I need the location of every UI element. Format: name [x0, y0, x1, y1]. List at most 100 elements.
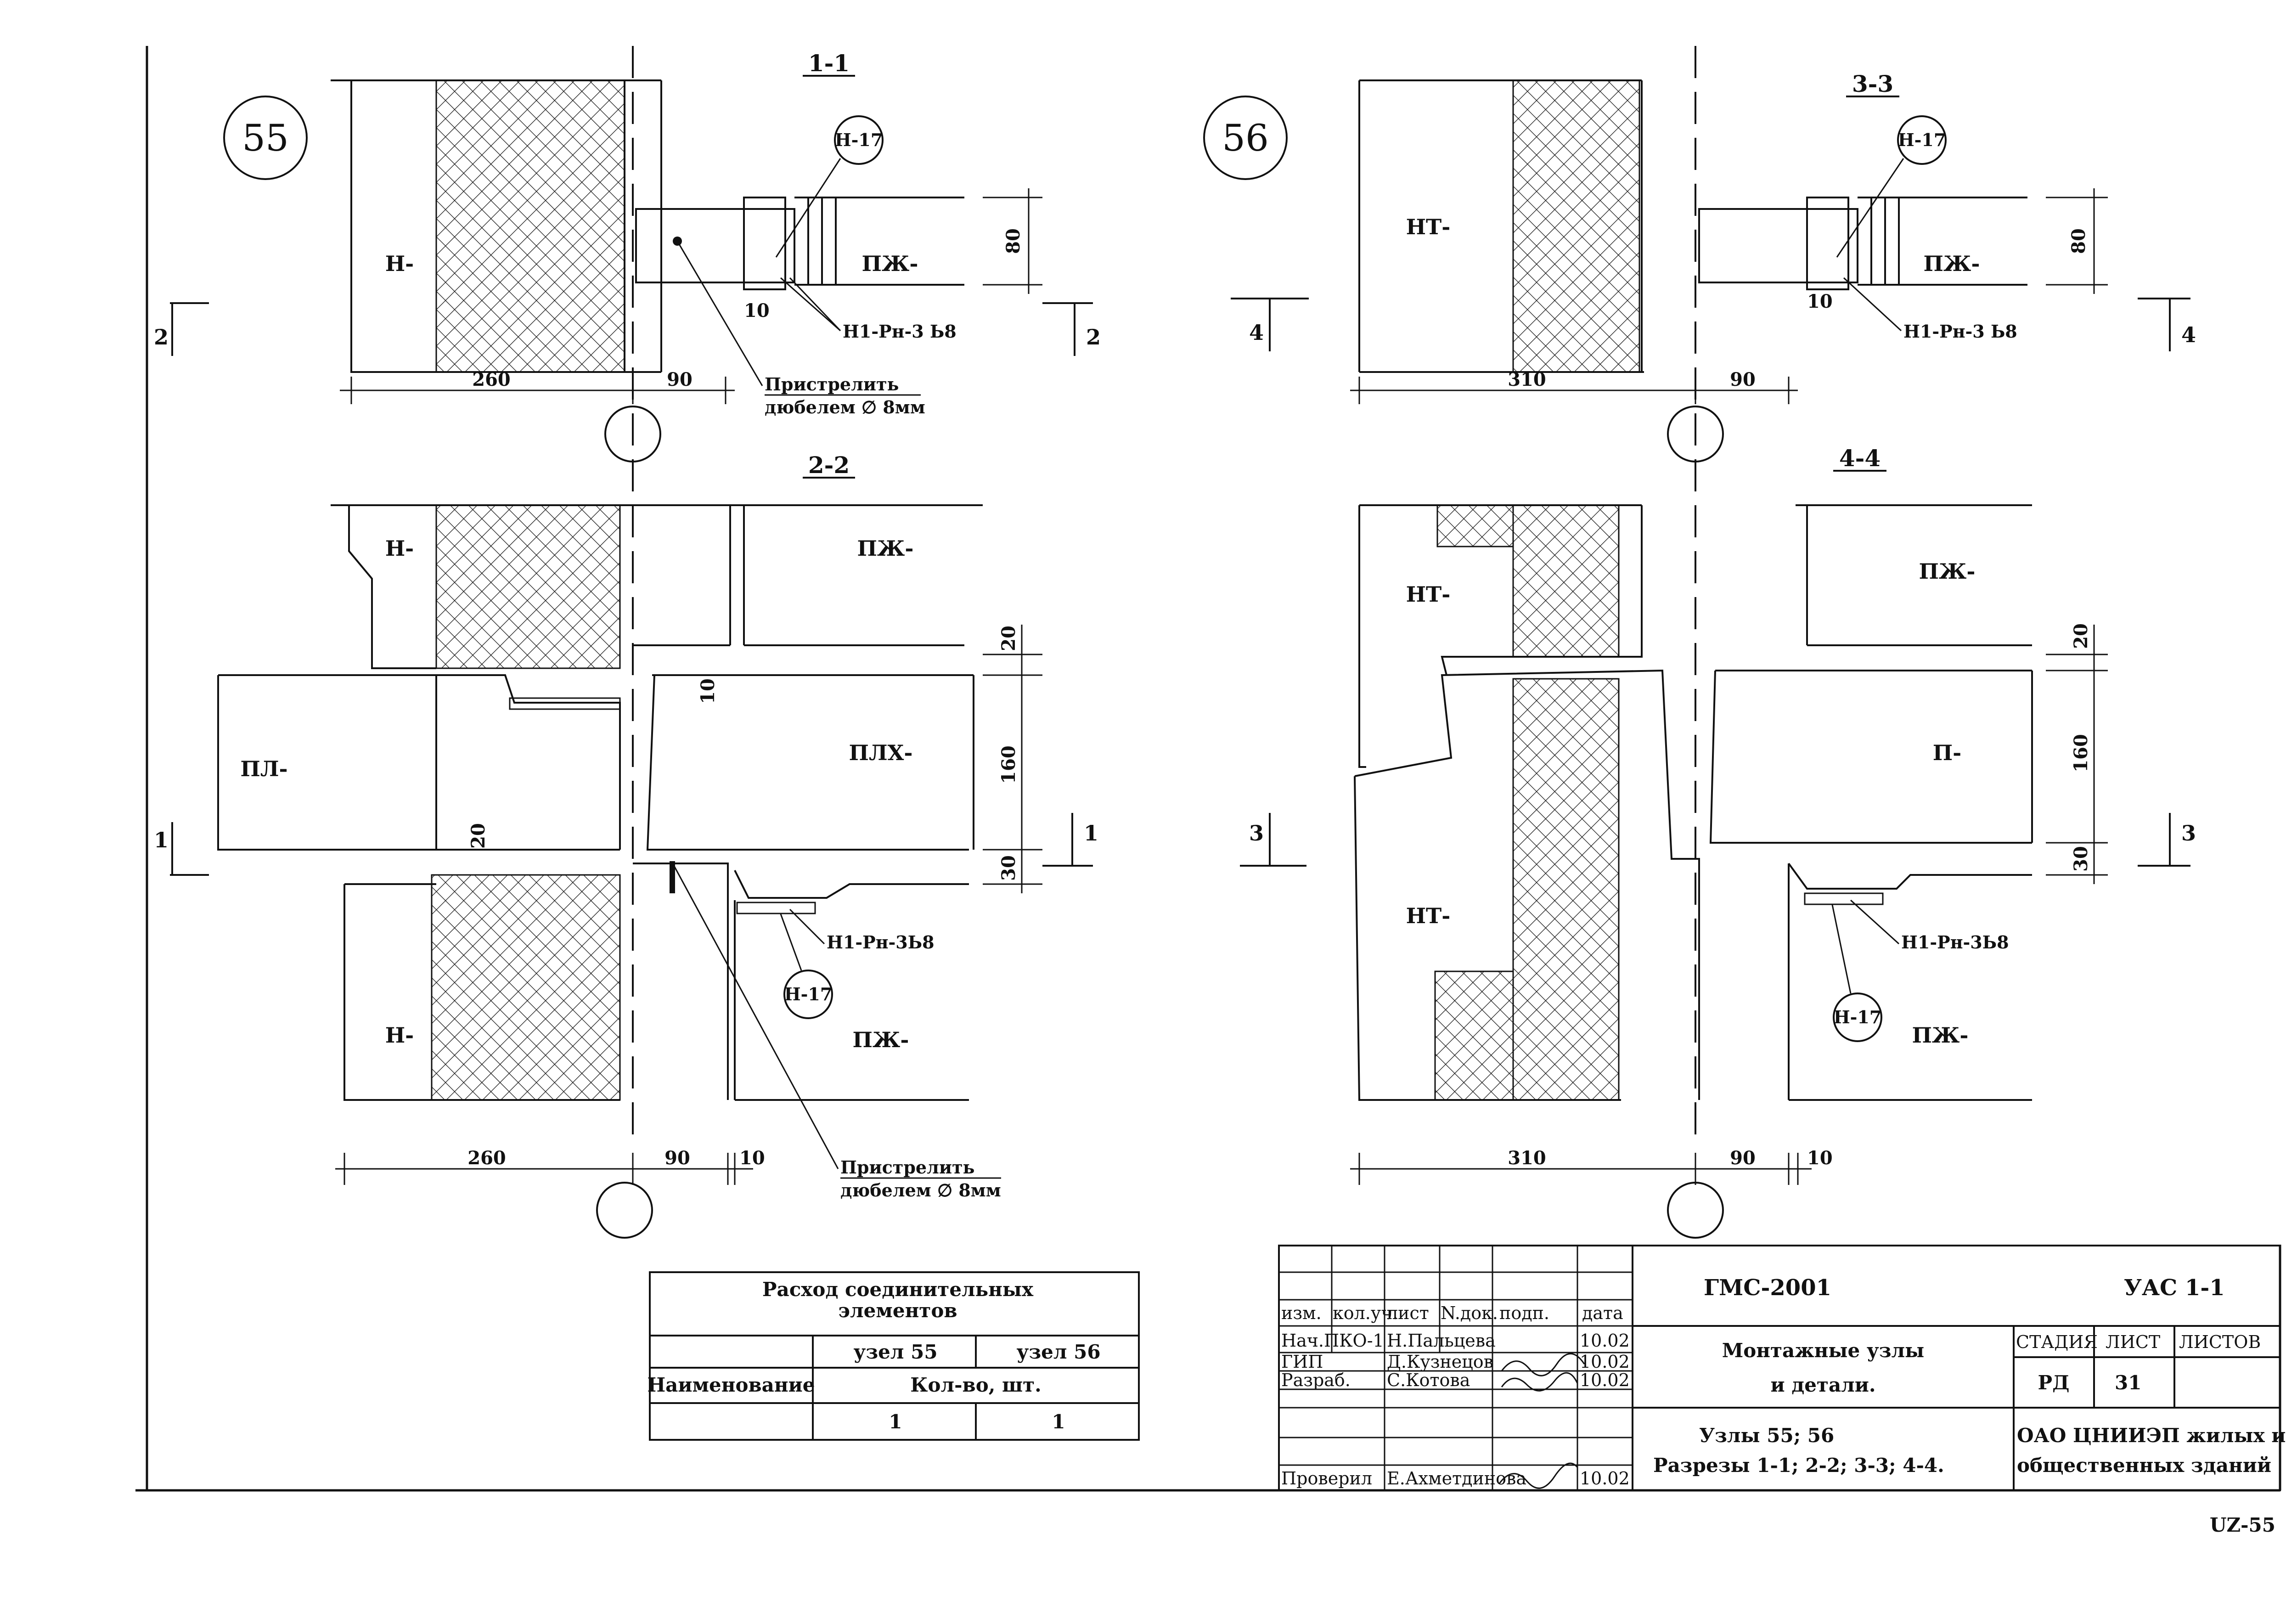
tb-r4-role: Проверил: [1281, 1468, 1372, 1489]
tb-desc-2: Разрезы 1-1; 2-2; 3-3; 4-4.: [1653, 1454, 1944, 1477]
signature-marks: [1498, 1353, 1585, 1489]
table-col-node55: узел 55: [853, 1341, 937, 1363]
dim-90-2-2: 90: [664, 1147, 690, 1169]
node-56-marker: 56: [1203, 96, 1288, 180]
node-56-label: 56: [1222, 117, 1269, 159]
consumption-table: Расход соединительных элементов узел 55 …: [647, 1271, 1140, 1441]
tb-r2-name: Д.Кузнецов: [1387, 1352, 1493, 1372]
cut-mark-3-left-label: 3: [1249, 821, 1264, 846]
dowel-note-2-2-b: дюбелем ∅ 8мм: [840, 1180, 1001, 1201]
h17-label-1-1: Н-17: [835, 130, 883, 150]
label-nt-4-4-top: НТ-: [1406, 582, 1451, 607]
cut-mark-1-right: [1042, 813, 1093, 867]
cut-mark-4-left-label: 4: [1249, 320, 1264, 345]
dim-310-3-3: 310: [1508, 369, 1546, 390]
cut-mark-1-right-label: 1: [1084, 821, 1098, 846]
axis-bubble-2-2: [596, 1182, 653, 1239]
callout-h17-1-1: Н-17: [775, 115, 884, 258]
table-qty-56: 1: [1052, 1410, 1065, 1433]
tb-org-2: общественных зданий: [2017, 1454, 2271, 1477]
tb-h-stage: СТАДИЯ: [2016, 1332, 2098, 1352]
dowel-note-2-2-a: Пристрелить: [840, 1157, 974, 1178]
tb-desc-1: Узлы 55; 56: [1699, 1424, 1834, 1447]
tb-r1-name: Н.Пальцева: [1387, 1331, 1496, 1351]
label-pzh-2-2-top: ПЖ-: [857, 536, 914, 561]
cut-mark-1-left: [170, 822, 209, 876]
tb-h-podp: подп.: [1499, 1303, 1549, 1323]
dim-90-4-4: 90: [1730, 1147, 1756, 1169]
dim-160-4-4: 160: [2070, 734, 2092, 773]
section-1-1-title: 1-1: [808, 50, 850, 77]
tb-r1-date: 10.02: [1580, 1331, 1630, 1351]
label-pzh-2-2-bottom: ПЖ-: [853, 1027, 909, 1052]
tb-r1-role: Нач.ПКО-1: [1281, 1331, 1384, 1351]
h17-label-3-3: Н-17: [1898, 130, 1946, 150]
label-pzh-4-4-bottom: ПЖ-: [1912, 1023, 1969, 1048]
section-2-2-title: 2-2: [808, 451, 850, 479]
seal-label-1-1: Н1-Рн-3 Ь8: [843, 321, 957, 342]
tb-org-1: ОАО ЦНИИЭП жилых и: [2017, 1424, 2286, 1447]
node-55-label: 55: [242, 117, 289, 159]
cut-mark-3-left: [1240, 813, 1306, 867]
section-2-2: 2-2: [154, 451, 1098, 1239]
tb-r3-date: 10.02: [1580, 1370, 1630, 1390]
section-4-4-title: 4-4: [1839, 445, 1881, 472]
tb-doc: УАС 1-1: [2124, 1275, 2225, 1301]
tb-h-sheet: ЛИСТ: [2106, 1332, 2160, 1352]
title-block: изм. кол.уч. лист N.док. подп. дата Нач.…: [1278, 1245, 2286, 1491]
corner-code: UZ-55: [2210, 1514, 2275, 1536]
table-col-node56: узел 56: [1016, 1341, 1100, 1363]
callout-h17-3-3: Н-17: [1836, 115, 1947, 258]
tb-r4-name: Е.Ахметдинова: [1387, 1468, 1526, 1489]
section-3-3: 3-3 НТ- ПЖ- Н-17 Н1-Рн-3 Ь8: [1231, 46, 2196, 505]
label-pzh-4-4-top: ПЖ-: [1919, 559, 1976, 584]
cut-mark-4-left: [1231, 298, 1309, 351]
dim-90-1-1: 90: [667, 369, 693, 390]
dim-30-4-4: 30: [2070, 846, 2092, 872]
section-1-1: 1-1 Н- ПЖ- Н-17 Н1-Рн-3 Ь8: [154, 46, 1101, 505]
seal-label-2-2: Н1-Рн-3Ь8: [827, 932, 935, 953]
node-55-marker: 55: [223, 96, 308, 180]
cut-mark-4-right-label: 4: [2181, 322, 2196, 347]
seal-label-3-3: Н1-Рн-3 Ь8: [1903, 321, 2017, 342]
tb-r2-date: 10.02: [1580, 1352, 1630, 1372]
axis-bubble-3-3: [1667, 406, 1724, 462]
dim-260-1-1: 260: [472, 369, 511, 390]
dim-80-3-3: 80: [2068, 228, 2089, 254]
section-4-4: 4-4 НТ- ПЖ- П- НТ- ПЖ-: [1240, 445, 2196, 1239]
label-n-2-2-bottom: Н-: [385, 1023, 414, 1048]
label-n-1-1: Н-: [385, 251, 414, 276]
cut-mark-2-left-label: 2: [154, 325, 169, 350]
tb-h-sheets: ЛИСТОВ: [2179, 1332, 2261, 1352]
axis-bubble-4-4: [1667, 1182, 1724, 1239]
dim-90-3-3: 90: [1730, 369, 1756, 390]
tb-h-izm: изм.: [1281, 1303, 1322, 1323]
tb-h-ndok: N.док.: [1441, 1303, 1498, 1323]
tb-h-list: лист: [1387, 1303, 1429, 1323]
label-nt-4-4-bottom: НТ-: [1406, 903, 1451, 928]
tb-r3-role: Разраб.: [1281, 1370, 1351, 1390]
table-title-1: Расход соединительных: [762, 1278, 1034, 1301]
tb-h-kol: кол.уч.: [1333, 1303, 1398, 1323]
dim-20-2-2-right: 20: [998, 626, 1019, 651]
table-title-2: элементов: [838, 1299, 957, 1322]
tb-stage: РД: [2038, 1371, 2070, 1394]
dim-160-2-2: 160: [998, 745, 1019, 784]
dim-10-2-2-slab: 10: [697, 678, 719, 704]
cut-mark-4-right: [2138, 298, 2190, 351]
callout-h17-4-4: Н-17: [1831, 904, 1882, 1042]
label-pzh-3-3: ПЖ-: [1924, 251, 1980, 276]
cut-mark-2-right: [1042, 302, 1093, 356]
h17-label-2-2: Н-17: [784, 984, 833, 1004]
label-p-4-4: П-: [1933, 740, 1962, 765]
dim-310-4-4: 310: [1508, 1147, 1546, 1169]
cut-mark-2-right-label: 2: [1086, 325, 1101, 350]
seal-label-4-4: Н1-Рн-3Ь8: [1901, 932, 2009, 953]
tb-r3-name: С.Котова: [1387, 1370, 1470, 1390]
tb-code: ГМС-2001: [1704, 1275, 1831, 1301]
cut-mark-3-right-label: 3: [2181, 821, 2196, 846]
cut-mark-1-left-label: 1: [154, 828, 169, 852]
label-plh-2-2: ПЛХ-: [849, 740, 913, 765]
